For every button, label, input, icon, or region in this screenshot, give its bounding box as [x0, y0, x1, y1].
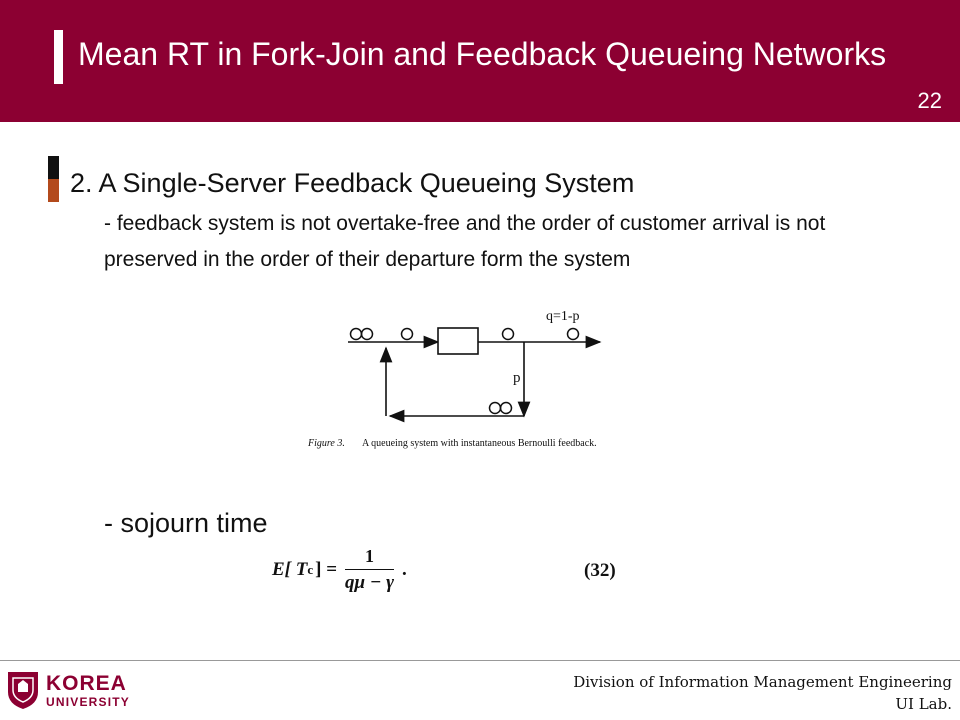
- sojourn-time-label: - sojourn time: [104, 508, 268, 538]
- slide-header: Mean RT in Fork-Join and Feedback Queuei…: [0, 0, 960, 122]
- queue-diagram: q=1-p p Figure 3. A queueing system with…: [307, 309, 602, 449]
- university-crest-icon: [8, 672, 38, 709]
- formula-period: .: [402, 559, 407, 580]
- equation-number: (32): [584, 560, 616, 581]
- footer-divider: [0, 660, 960, 661]
- server-box: [437, 327, 479, 355]
- header-accent-bar: [54, 30, 63, 84]
- formula-numerator: 1: [345, 546, 395, 570]
- feedback-probability-label: p: [513, 370, 521, 386]
- footer-credits: Division of Information Management Engin…: [573, 671, 952, 715]
- slide-title: Mean RT in Fork-Join and Feedback Queuei…: [78, 36, 887, 72]
- figure-caption-label: Figure 3.: [307, 438, 345, 449]
- figure-caption-text: A queueing system with instantaneous Ber…: [362, 438, 597, 449]
- section-marker: [48, 156, 59, 202]
- formula-denominator: qμ − γ: [345, 572, 395, 593]
- customer-icon: [501, 327, 515, 341]
- formula-lhs: E[ T: [272, 559, 308, 580]
- customer-icon: [349, 327, 363, 341]
- formula-lhs-close: ] =: [315, 559, 338, 580]
- logo-line2: UNIVERSITY: [46, 694, 131, 709]
- customer-icon: [488, 401, 502, 415]
- section-heading: 2. A Single-Server Feedback Queueing Sys…: [70, 168, 635, 198]
- customer-icon: [360, 327, 374, 341]
- lab-name: UI Lab.: [895, 695, 952, 713]
- output-probability-label: q=1-p: [546, 309, 580, 324]
- queue-diagram-figure: q=1-p p Figure 3. A queueing system with…: [300, 298, 660, 458]
- logo-line1: KOREA: [46, 671, 127, 695]
- formula-subscript: c: [307, 562, 314, 577]
- division-name: Division of Information Management Engin…: [573, 673, 952, 691]
- customer-icon: [499, 401, 513, 415]
- page-number: 22: [917, 88, 942, 113]
- bullet-text: - feedback system is not overtake-free a…: [104, 212, 826, 271]
- customer-icon: [566, 327, 580, 341]
- formula-fraction: 1 qμ − γ: [345, 546, 395, 594]
- customer-icon: [400, 327, 414, 341]
- korea-university-logo: KOREA UNIVERSITY: [6, 666, 146, 714]
